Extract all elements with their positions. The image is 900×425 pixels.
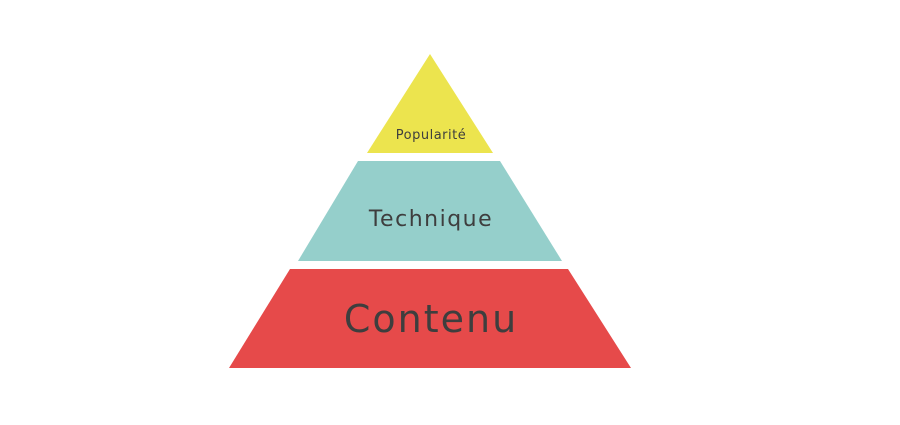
- pyramid-level-technique: [298, 161, 562, 261]
- pyramid-level-contenu: [229, 269, 631, 368]
- pyramid-level-popularite: [367, 54, 493, 153]
- label-popularite: Popularité: [396, 128, 466, 143]
- label-technique: Technique: [368, 207, 493, 232]
- label-contenu: Contenu: [344, 297, 518, 341]
